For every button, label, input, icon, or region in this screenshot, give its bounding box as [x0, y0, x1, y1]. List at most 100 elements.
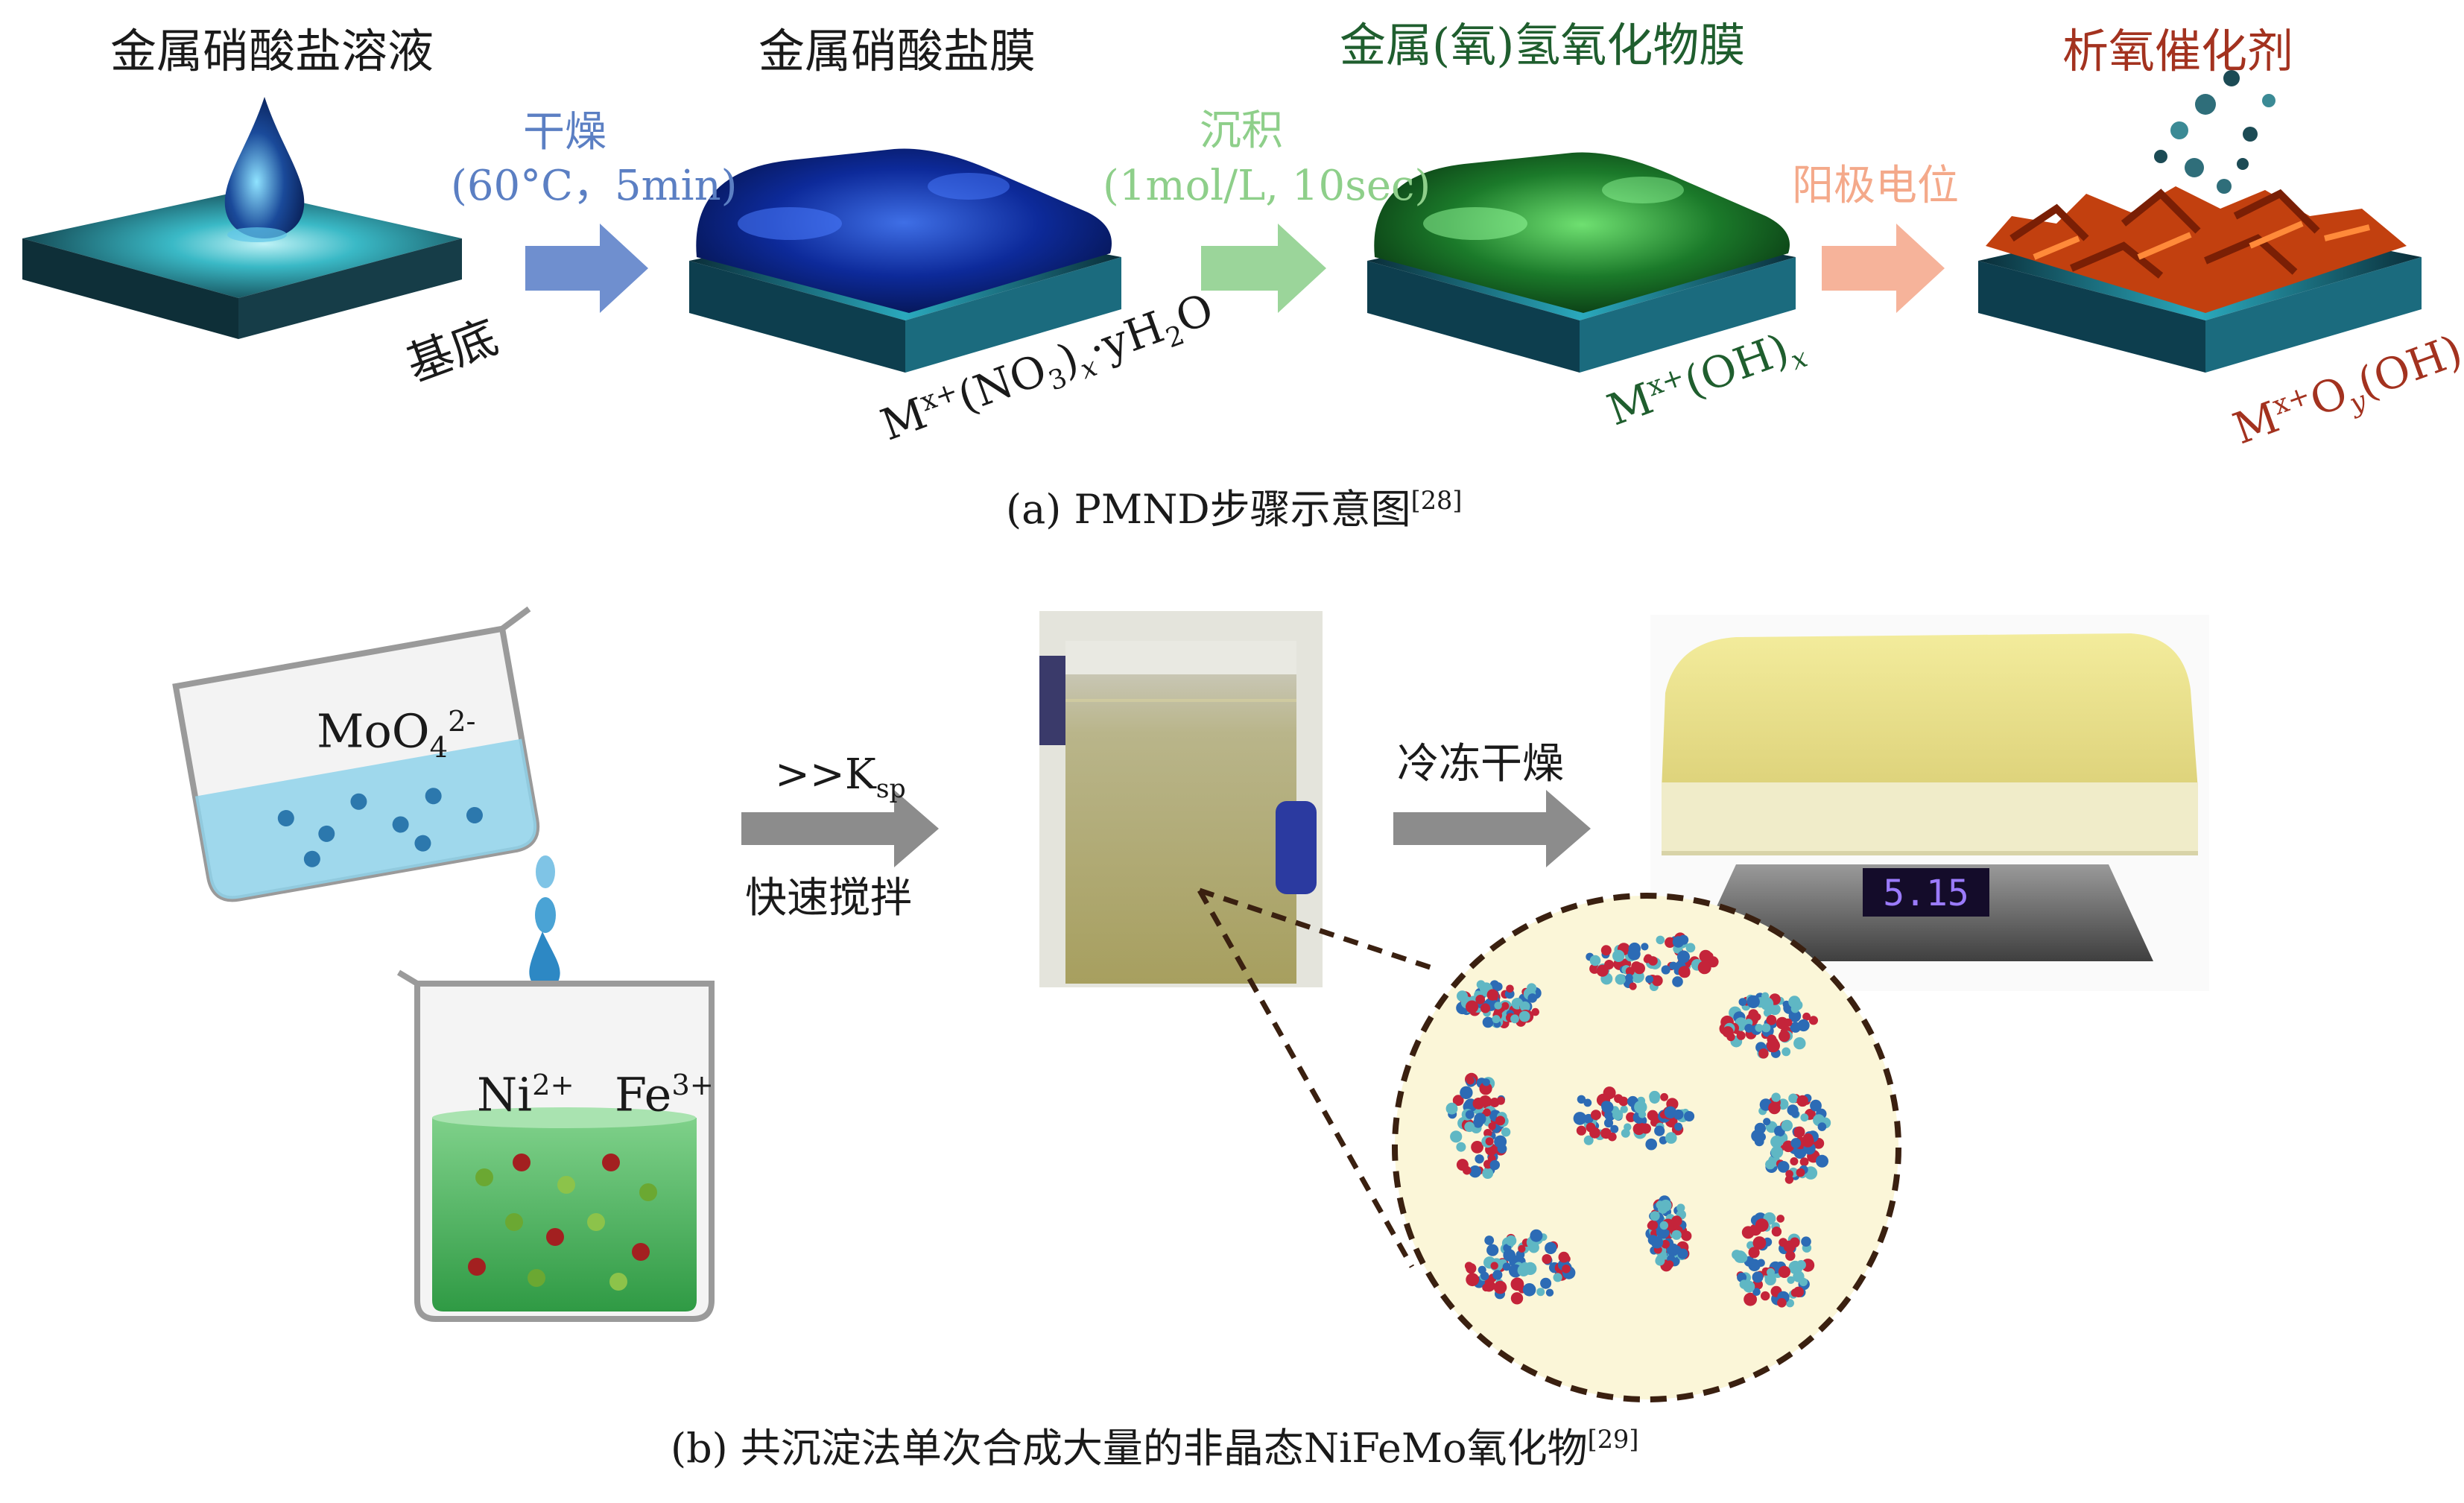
cluster-atom: [1649, 1093, 1660, 1104]
cluster-atom: [1748, 1259, 1761, 1271]
cluster-atom: [1527, 993, 1537, 1003]
arrow1-line2: (60°C，5min): [451, 162, 738, 210]
cluster-atom: [1621, 1128, 1630, 1138]
cluster-atom: [1761, 1291, 1770, 1301]
cluster-atom: [1732, 1250, 1742, 1260]
cluster-atom: [1679, 934, 1689, 945]
cluster-atom: [1486, 1244, 1499, 1256]
cluster-atom: [1590, 1110, 1601, 1121]
freeze-dry-label: 冷冻干燥: [1397, 740, 1564, 788]
cluster-atom: [1752, 1236, 1767, 1250]
cluster-atom: [1800, 1113, 1809, 1122]
cluster-atom: [1641, 1123, 1651, 1134]
cluster-atom: [1464, 1121, 1475, 1133]
cluster-atom: [1531, 1007, 1539, 1016]
cluster-atom: [1490, 1262, 1498, 1270]
cluster-atom: [1601, 1101, 1614, 1113]
cluster-atom: [1452, 1095, 1464, 1107]
cluster-atom: [1671, 1230, 1682, 1240]
arrow2-line2: (1mol/L, 10sec): [1103, 162, 1431, 210]
cluster-atom: [1463, 1165, 1472, 1175]
cluster-atom: [1502, 1262, 1511, 1271]
cluster-atom: [1790, 1288, 1799, 1297]
cluster-atom: [1656, 935, 1665, 945]
cluster-atom: [1614, 1094, 1624, 1104]
cluster-atom: [1496, 1096, 1505, 1105]
cluster-atom: [1460, 1086, 1473, 1100]
cluster-atom: [1748, 1247, 1760, 1259]
cluster-atom: [1641, 943, 1649, 951]
cluster-atom: [1669, 961, 1678, 970]
cluster-atom: [1743, 1280, 1755, 1293]
cluster-atom: [1761, 1023, 1771, 1033]
cluster-atom: [1650, 1211, 1660, 1221]
cluster-atom: [1517, 1264, 1530, 1277]
mixing-beaker: [396, 969, 715, 1322]
cluster-atom: [1493, 1280, 1507, 1294]
cluster-atom: [1746, 995, 1760, 1009]
cluster-atom: [1770, 1135, 1783, 1148]
cluster-atom: [1763, 1008, 1772, 1017]
cluster-atom: [1558, 1251, 1570, 1263]
cluster-atom: [1787, 1276, 1795, 1285]
cluster-atom: [1633, 962, 1645, 975]
cluster-atom: [1796, 1260, 1806, 1270]
cluster-atom: [1651, 975, 1663, 987]
cluster-atom: [1634, 1101, 1647, 1114]
cluster-atom: [1752, 1288, 1761, 1296]
cluster-atom: [1744, 1292, 1758, 1306]
cluster-atom: [1518, 1010, 1530, 1022]
cluster-atom: [1776, 1215, 1784, 1223]
arrow3-line1: 阳极电位: [1792, 162, 1959, 210]
cluster-atom: [1518, 1244, 1526, 1253]
cluster-atom: [1665, 937, 1676, 949]
cluster-atom: [1624, 1123, 1632, 1131]
cluster-atom: [1672, 976, 1683, 987]
cluster-atom: [1495, 1116, 1506, 1126]
cluster-atom: [1475, 1154, 1484, 1164]
scale-display: 5.15: [1883, 873, 1969, 914]
cluster-atom: [1674, 1122, 1683, 1131]
cluster-atom: [1505, 1235, 1517, 1247]
cluster-atom: [1620, 1105, 1628, 1113]
cluster-atom: [1684, 1111, 1695, 1121]
cluster-atom: [1784, 1175, 1794, 1184]
cluster-atom: [1659, 1221, 1668, 1230]
cluster-atom: [1445, 1102, 1458, 1115]
cluster-atom: [1744, 1024, 1754, 1033]
cluster-atom: [1664, 1106, 1677, 1119]
cluster-atom: [1501, 1002, 1510, 1010]
cluster-atom: [1506, 984, 1514, 993]
step4-title: 析氧催化剂: [2062, 24, 2294, 78]
cluster-atom: [1797, 1019, 1810, 1032]
pouring-beaker: [172, 606, 540, 902]
cluster-atom: [1545, 1241, 1557, 1254]
cluster-atom: [1645, 975, 1654, 984]
cluster-atom: [1474, 1113, 1486, 1125]
cluster-atom: [1604, 960, 1615, 969]
cluster-atom: [1522, 1283, 1536, 1297]
cluster-atom: [1486, 989, 1499, 1001]
cluster-atom: [1482, 1283, 1490, 1292]
cluster-atom: [1650, 1236, 1664, 1249]
cluster-atom: [1577, 1095, 1586, 1104]
cluster-atom: [1472, 1098, 1485, 1110]
cluster-atom: [1612, 949, 1625, 963]
cluster-atom: [1816, 1154, 1828, 1168]
cluster-atom: [1583, 1098, 1592, 1107]
cluster-atom: [1784, 1018, 1793, 1027]
powder-photo: 5.15: [1650, 615, 2209, 991]
cluster-atom: [1758, 1048, 1769, 1059]
cluster-atom: [1471, 1141, 1483, 1154]
cluster-atom: [1625, 966, 1635, 976]
cluster-atom: [1678, 966, 1691, 978]
cluster-atom: [1603, 1086, 1616, 1100]
zoom-leader-lines: [1197, 887, 1436, 1268]
cluster-atom: [1782, 1047, 1791, 1057]
cluster-atom: [1782, 1000, 1790, 1008]
arrow-anodic: [1822, 224, 1945, 313]
cluster-atom: [1677, 950, 1690, 963]
cluster-atom: [1488, 1122, 1496, 1130]
cluster-atom: [1542, 1254, 1552, 1265]
